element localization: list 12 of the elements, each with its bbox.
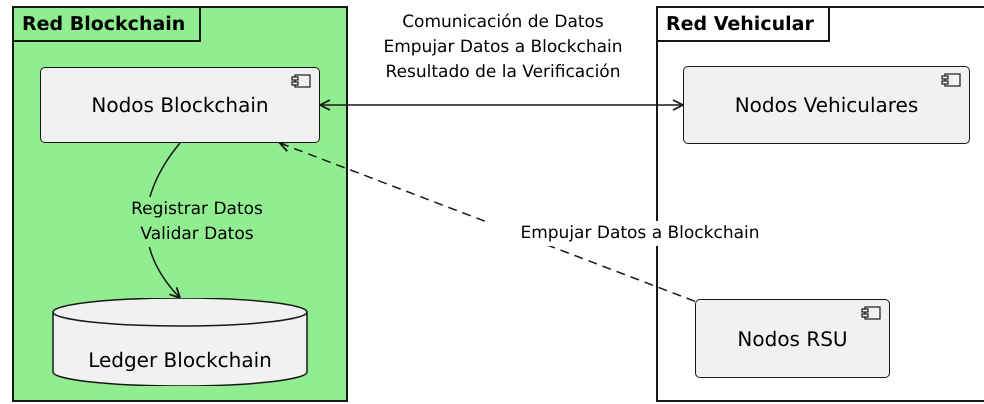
group-title: Red Vehicular [656,6,830,42]
node-label: Nodos RSU [737,326,848,350]
node-label: Ledger Blockchain [88,348,272,372]
group-title: Red Blockchain [12,6,202,42]
component-box [683,66,970,144]
arrow [319,99,684,111]
component-box [695,299,890,378]
node-label: Nodos Vehiculares [734,93,918,117]
edge-label: Comunicación de Datos Empujar Datos a Blockchain Resultado de la Verificación [382,11,624,84]
group-frame [12,6,348,402]
node-label: Nodos Blockchain [91,93,269,117]
component-box [40,67,320,143]
